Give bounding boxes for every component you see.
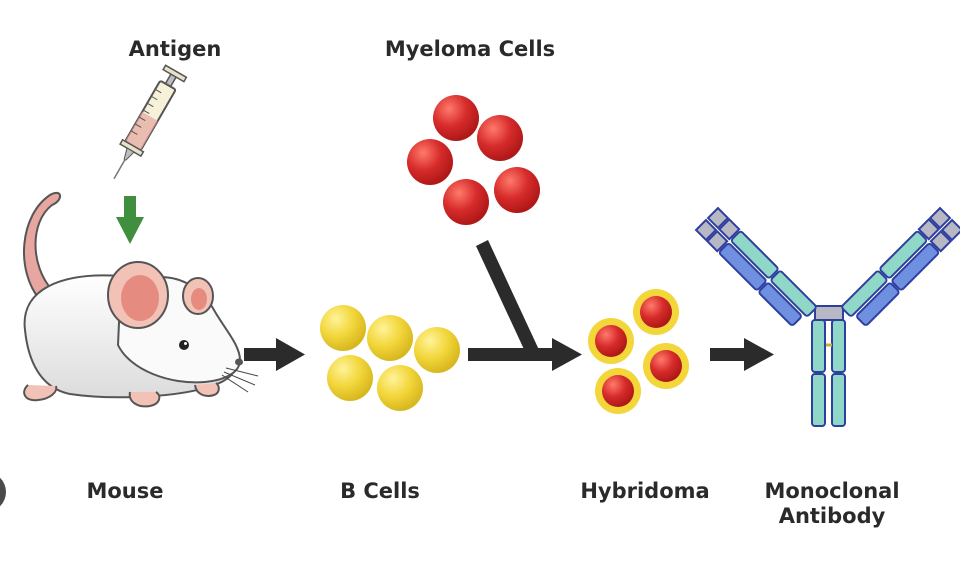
arrow-mouse-to-bcells [244, 338, 305, 371]
mouse-icon [23, 191, 259, 408]
label-monoclonal-antibody: Monoclonal Antibody [742, 479, 922, 529]
label-hybridoma: Hybridoma [580, 479, 710, 503]
syringe-icon [113, 64, 188, 180]
arrow-hybridoma-to-antibody [710, 338, 774, 371]
antibody-icon [694, 206, 960, 427]
label-monoclonal-line2: Antibody [778, 504, 886, 528]
injection-arrow [116, 196, 144, 244]
myeloma-cells-cluster [407, 95, 540, 225]
edge-circle [0, 472, 6, 512]
hybridoma-cluster [588, 289, 689, 414]
arrow-merge-to-hybridoma [468, 240, 582, 371]
b-cells-cluster [320, 305, 460, 411]
label-b-cells: B Cells [340, 479, 420, 503]
label-monoclonal-line1: Monoclonal [764, 479, 900, 503]
label-myeloma-cells: Myeloma Cells [384, 37, 556, 61]
label-antigen: Antigen [128, 37, 222, 61]
label-mouse: Mouse [86, 479, 164, 503]
